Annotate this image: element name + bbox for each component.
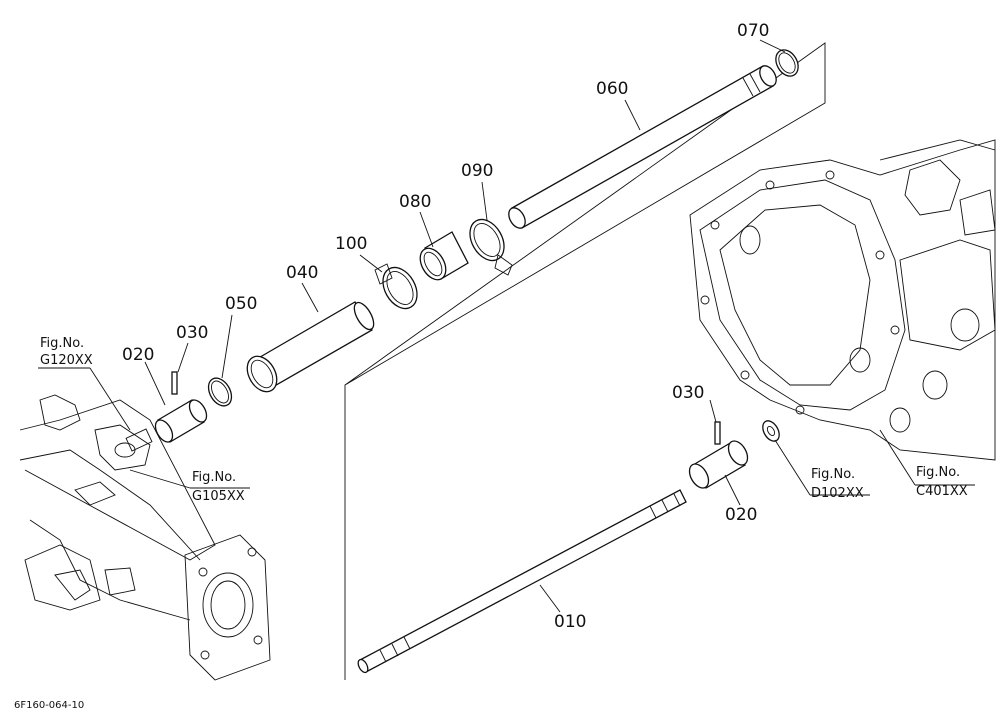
label-070: 070 — [737, 21, 769, 41]
part-050-o-ring — [207, 377, 233, 407]
label-010: 010 — [554, 612, 586, 632]
figref-d102-code: D102XX — [811, 486, 864, 501]
part-020-right-coupling — [688, 440, 749, 489]
figref-g120-code: G120XX — [40, 353, 93, 368]
transmission-case — [689, 139, 996, 461]
label-090: 090 — [461, 161, 493, 181]
part-070-o-ring — [775, 49, 799, 77]
part-030-right-pin — [714, 421, 721, 445]
label-080: 080 — [399, 192, 431, 212]
part-090-hose-clamp — [469, 218, 513, 276]
label-050: 050 — [225, 294, 257, 314]
part-020-left-coupling — [154, 399, 208, 443]
washer — [762, 420, 780, 442]
leader-lines — [38, 39, 975, 613]
figref-g105-title: Fig.No. — [192, 470, 236, 485]
label-030-left: 030 — [176, 323, 208, 343]
part-060-tube — [508, 65, 777, 229]
label-060: 060 — [596, 79, 628, 99]
front-axle-housing — [19, 394, 271, 681]
part-080-sleeve — [419, 231, 469, 281]
figref-g105-code: G105XX — [192, 489, 245, 504]
assembly-frame — [344, 42, 826, 680]
label-100: 100 — [335, 234, 367, 254]
figref-d102-title: Fig.No. — [811, 467, 855, 482]
figref-c401-code: C401XX — [916, 484, 968, 499]
figref-c401-title: Fig.No. — [916, 465, 960, 480]
part-010-shaft — [357, 489, 687, 674]
label-030-right: 030 — [672, 383, 704, 403]
part-100-hose-clamp — [374, 263, 418, 310]
part-030-left-pin — [171, 371, 178, 395]
part-040-tube — [246, 301, 375, 393]
diagram-code: 6F160-064-10 — [14, 700, 84, 711]
figref-g120-title: Fig.No. — [40, 336, 84, 351]
label-020-right: 020 — [725, 505, 757, 525]
label-020-left: 020 — [122, 345, 154, 365]
label-040: 040 — [286, 263, 318, 283]
